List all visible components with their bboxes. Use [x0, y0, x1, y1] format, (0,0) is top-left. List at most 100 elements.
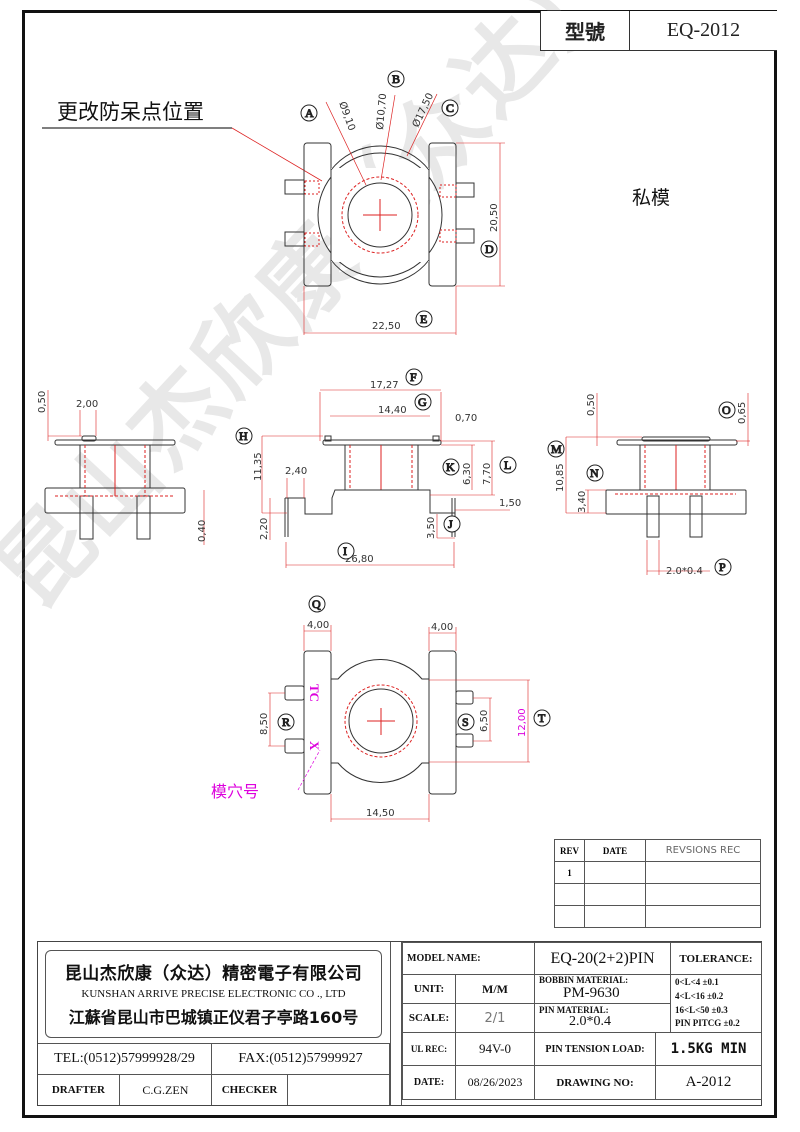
- svg-text:R: R: [282, 715, 290, 729]
- pin-material-label: PIN MATERIAL:: [539, 1004, 609, 1015]
- bubble-P: P: [714, 558, 732, 576]
- svg-text:6,50: 6,50: [479, 710, 490, 732]
- bubble-R: R: [277, 713, 295, 731]
- bobbin-material-value: PM-9630: [563, 984, 620, 1001]
- date-header: DATE: [584, 839, 646, 862]
- ul-rec-label: UL REC:: [402, 1032, 456, 1066]
- bottom-view: [268, 625, 530, 822]
- bubble-I: I: [337, 542, 355, 560]
- cavity-label: 模穴号: [211, 782, 259, 801]
- company-name-cn: 昆山杰欣康（众达）精密電子有限公司: [64, 964, 363, 984]
- svg-text:E: E: [420, 312, 427, 326]
- bubble-H: H: [235, 427, 253, 445]
- svg-text:O: O: [722, 403, 731, 417]
- svg-text:D: D: [485, 242, 494, 256]
- svg-text:M: M: [551, 442, 562, 456]
- svg-text:2,00: 2,00: [76, 399, 98, 410]
- svg-text:J: J: [448, 517, 453, 531]
- svg-text:2,40: 2,40: [285, 466, 307, 477]
- table-row: 1: [554, 861, 761, 884]
- drafter-label: DRAFTER: [38, 1074, 120, 1105]
- svg-text:Ø17,50: Ø17,50: [410, 91, 436, 129]
- bubble-F: F: [405, 368, 423, 386]
- svg-text:0,50: 0,50: [586, 394, 597, 416]
- svg-text:3,40: 3,40: [577, 491, 588, 513]
- bubble-E: E: [415, 310, 433, 328]
- pin-tension-value: 1.5KG MIN: [655, 1032, 762, 1066]
- drafter-value: C.G.ZEN: [119, 1074, 213, 1105]
- svg-text:7,70: 7,70: [482, 463, 493, 485]
- svg-text:S: S: [462, 715, 469, 729]
- svg-text:14,50: 14,50: [366, 808, 395, 819]
- scale-value: 2/1: [455, 1003, 535, 1033]
- rev-header: REV: [554, 839, 585, 862]
- tolerance-label: TOLERANCE:: [670, 942, 762, 975]
- svg-text:A: A: [305, 106, 314, 120]
- right-side-view: [565, 393, 750, 575]
- svg-text:6,30: 6,30: [462, 463, 473, 485]
- svg-text:F: F: [410, 370, 417, 384]
- revisions-table: REV DATE REVSIONS REC 1: [554, 839, 761, 928]
- table-row: [554, 905, 761, 928]
- model-label: 型號: [541, 11, 630, 50]
- svg-text:1,50: 1,50: [499, 498, 521, 509]
- svg-text:14,40: 14,40: [378, 405, 407, 416]
- svg-text:0,65: 0,65: [737, 402, 748, 424]
- bubble-G: G: [414, 393, 432, 411]
- date-label: DATE:: [402, 1065, 456, 1100]
- bubble-Q: Q: [308, 595, 326, 613]
- svg-text:H: H: [239, 429, 248, 443]
- bubble-J: J: [443, 515, 461, 533]
- drawing-sheet-border: [22, 10, 777, 1118]
- bubble-D: D: [480, 240, 498, 258]
- model-name-label: MODEL NAME:: [402, 942, 535, 975]
- svg-text:L: L: [504, 458, 511, 472]
- svg-text:2,20: 2,20: [259, 518, 270, 540]
- technical-drawing: Ø9,10 Ø10,70 Ø17,50 20,50 22,50 0,50 2,0…: [37, 70, 750, 822]
- unit-label: UNIT:: [402, 974, 456, 1004]
- column-separator: [390, 942, 402, 1105]
- bubble-T: T: [533, 709, 551, 727]
- svg-text:4,00: 4,00: [307, 620, 329, 631]
- svg-text:0,70: 0,70: [455, 413, 477, 424]
- svg-text:3,50: 3,50: [426, 517, 437, 539]
- bubble-A: A: [300, 104, 318, 122]
- tolerance-list: 0<L<4 ±0.1 4<L<16 ±0.2 16<L<50 ±0.3 PIN …: [670, 974, 762, 1033]
- top-view: [42, 93, 505, 335]
- pin-material-value: 2.0*0.4: [569, 1014, 611, 1030]
- svg-text:17,27: 17,27: [370, 380, 399, 391]
- fax: FAX:(0512)57999927: [211, 1043, 390, 1075]
- company-box: 昆山杰欣康（众达）精密電子有限公司 KUNSHAN ARRIVE PRECISE…: [45, 950, 382, 1038]
- svg-text:20,50: 20,50: [489, 203, 500, 232]
- svg-text:P: P: [719, 560, 726, 574]
- model-number-box: 型號 EQ-2012: [540, 11, 777, 51]
- svg-text:0,40: 0,40: [197, 520, 208, 542]
- bubble-S: S: [457, 713, 475, 731]
- bubble-K: K: [442, 458, 460, 476]
- bubble-N: N: [586, 464, 604, 482]
- svg-text:C: C: [446, 101, 454, 115]
- bobbin-material-cell: BOBBIN MATERIAL: PM-9630: [534, 974, 671, 1004]
- svg-text:8,50: 8,50: [259, 713, 270, 735]
- pin-tension-label: PIN TENSION LOAD:: [534, 1032, 656, 1066]
- change-note: 更改防呆点位置: [57, 100, 204, 124]
- svg-text:Q: Q: [312, 597, 321, 611]
- contact-table: TEL:(0512)57999928/29 FAX:(0512)57999927…: [38, 1043, 390, 1105]
- bubble-L: L: [499, 456, 517, 474]
- svg-text:G: G: [418, 395, 427, 409]
- cavity-mark-x: X: [307, 741, 322, 751]
- pin-material-cell: PIN MATERIAL: 2.0*0.4: [534, 1003, 671, 1033]
- drawing-no-label: DRAWING NO:: [534, 1065, 656, 1100]
- cavity-mark-tc: TC: [307, 684, 322, 702]
- svg-text:N: N: [590, 466, 599, 480]
- tel: TEL:(0512)57999928/29: [38, 1043, 212, 1075]
- svg-text:2.0*0.4: 2.0*0.4: [666, 566, 703, 577]
- svg-text:B: B: [392, 72, 400, 86]
- date-value: 08/26/2023: [455, 1065, 535, 1100]
- company-address: 江蘇省昆山市巴城镇正仪君子亭路160号: [68, 1008, 359, 1027]
- checker-label: CHECKER: [211, 1074, 288, 1105]
- svg-text:K: K: [446, 460, 455, 474]
- scale-label: SCALE:: [402, 1003, 456, 1033]
- svg-text:Ø9,10: Ø9,10: [336, 100, 358, 132]
- revisions-header: REVSIONS REC: [645, 839, 761, 862]
